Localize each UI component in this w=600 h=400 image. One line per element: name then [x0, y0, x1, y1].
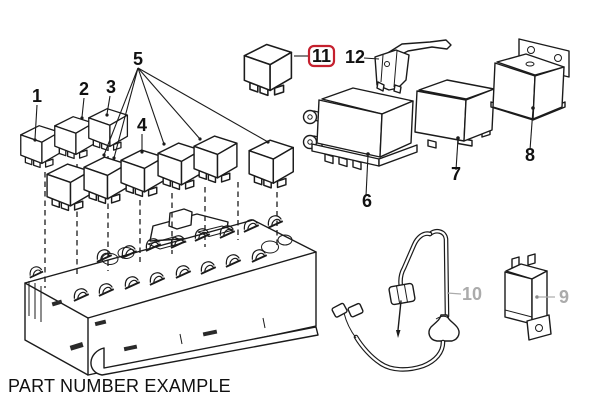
fuse-box-rear-bracket [168, 208, 193, 230]
highlight-box [307, 44, 336, 68]
fuse-box [24, 208, 319, 376]
relay-8 [490, 38, 570, 121]
cable-cylinder-grommet [388, 282, 416, 306]
part-label-12[interactable]: 12 [345, 47, 365, 67]
fuse-box-bottom-rail [90, 326, 319, 376]
part-label-3[interactable]: 3 [106, 77, 116, 97]
relay-cubes [20, 43, 294, 212]
relay-cube-2 [54, 116, 95, 160]
caption: PART NUMBER EXAMPLE [8, 376, 231, 396]
part-label-7[interactable]: 7 [451, 164, 461, 184]
relay-6-terminal [302, 109, 318, 125]
part-label-1[interactable]: 1 [32, 86, 42, 106]
part-label-2[interactable]: 2 [79, 79, 89, 99]
part-label-6[interactable]: 6 [362, 191, 372, 211]
part-label-9[interactable]: 9 [559, 287, 569, 307]
part-labels: 1 2 3 4 5 6 7 8 9 10 11 12 [32, 44, 569, 307]
part-label-11-highlighted[interactable]: 11 [307, 44, 336, 68]
relay-6 [302, 87, 418, 171]
relay-cube-front-5 [193, 135, 238, 184]
part-label-10[interactable]: 10 [462, 284, 482, 304]
relay-9-mounting-tab [526, 314, 552, 341]
cable-bell-grommet [428, 314, 460, 342]
cable-assembly-10 [331, 228, 460, 372]
part-label-5[interactable]: 5 [133, 49, 143, 69]
relay-cube-1 [20, 125, 61, 169]
fuse-box-body [24, 219, 317, 376]
cable-connector [347, 302, 364, 318]
cable-connector [331, 302, 348, 318]
part-label-8[interactable]: 8 [525, 145, 535, 165]
relay-11-cube [243, 43, 293, 97]
relay-9 [504, 253, 552, 341]
leader-lines [33, 55, 555, 299]
relay-7 [414, 79, 495, 149]
part-label-11: 11 [312, 46, 331, 66]
relay-cube-loose [248, 139, 294, 189]
mounting-bracket-12 [374, 39, 452, 94]
part-label-4[interactable]: 4 [137, 115, 147, 135]
